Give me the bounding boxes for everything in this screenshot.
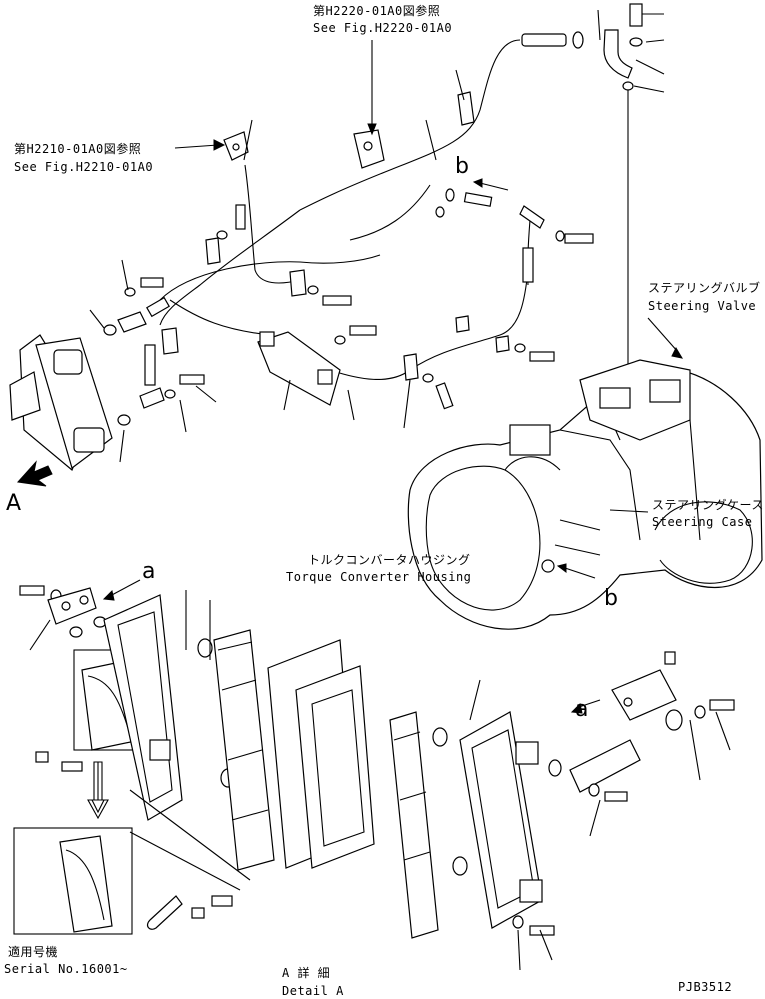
ref-h2220-jp: 第H2220-01A0図参照 [313, 4, 441, 18]
hose-fitting-top [521, 3, 643, 400]
detail-a-en: Detail A [282, 984, 344, 998]
cover-plate [257, 331, 341, 406]
view-arrow-a [17, 460, 53, 487]
mark-a-right: a [575, 697, 589, 722]
detail-a-parts [13, 585, 735, 939]
bolts-upper [124, 188, 594, 410]
torque-converter-jp: トルクコンバータハウジング [308, 553, 471, 567]
steering-valve-en: Steering Valve [648, 299, 757, 313]
transmission-housing [407, 359, 763, 630]
oil-cooler-upper [9, 324, 131, 471]
hose-lines [159, 39, 531, 380]
leader-lines [102, 40, 684, 714]
serial-en: Serial No.16001~ [4, 962, 128, 976]
clamps [161, 91, 510, 381]
steering-valve-jp: ステアリングバルブ [648, 281, 761, 295]
mark-b-lower: b [604, 586, 619, 611]
steering-case-en: Steering Case [652, 515, 753, 529]
mark-b-upper: b [455, 154, 470, 179]
detail-a-jp: A 詳 細 [282, 966, 331, 980]
ref-h2220-en: See Fig.H2220-01A0 [313, 21, 453, 35]
view-a-marker: A [6, 491, 22, 516]
ref-h2210-jp: 第H2210-01A0図参照 [14, 142, 142, 156]
ref-h2210-en: See Fig.H2210-01A0 [14, 160, 154, 174]
serial-jp: 適用号機 [8, 945, 59, 959]
torque-converter-en: Torque Converter Housing [286, 570, 472, 584]
part-leaders [29, 9, 731, 971]
pipe-assembly [117, 205, 545, 409]
bracket-upper [223, 129, 385, 169]
steering-case-jp: ステアリングケース [652, 498, 764, 512]
mark-a-left: a [142, 559, 156, 584]
drawing-number: PJB3512 [678, 980, 733, 994]
